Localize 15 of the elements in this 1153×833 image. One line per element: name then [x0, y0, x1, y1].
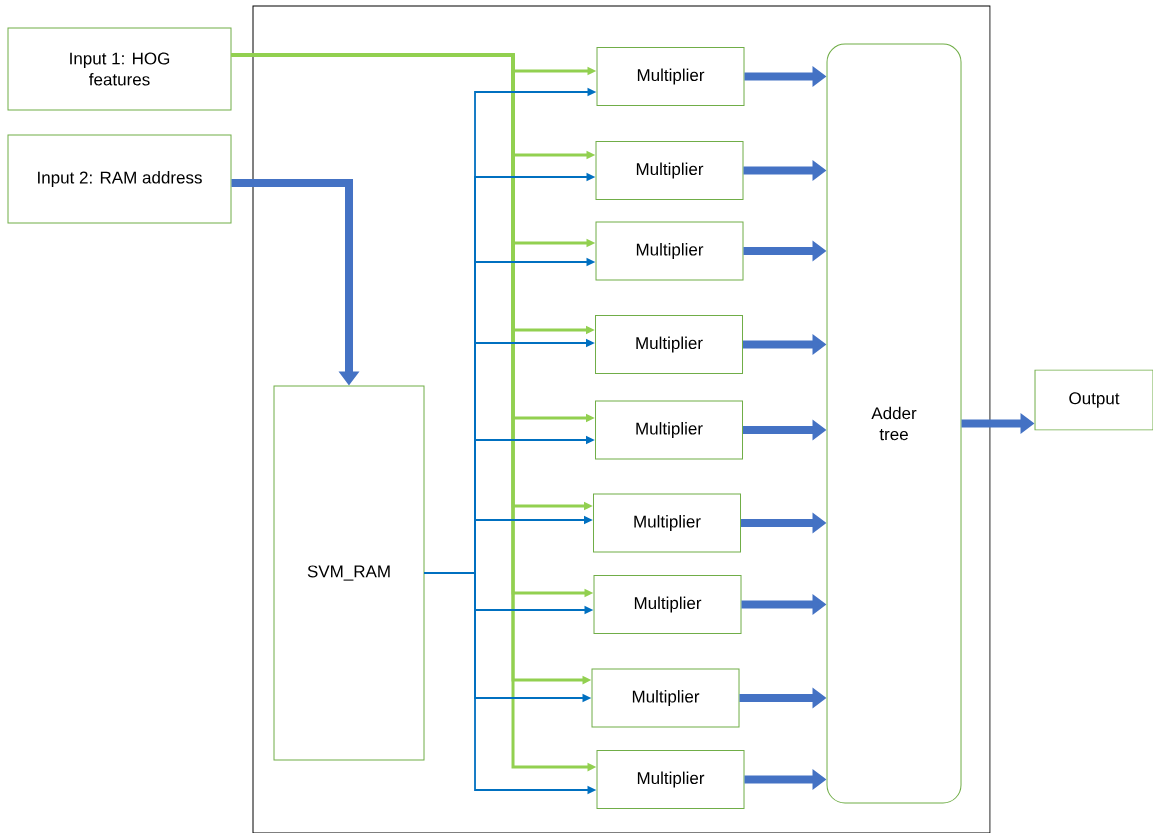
text-box: Input 1: HOG features: [7, 27, 232, 111]
text-box: Input 2: RAM address: [7, 134, 232, 224]
multiplier-box: Multiplier: [593, 493, 741, 553]
rounded-box: Adder tree: [826, 43, 962, 804]
module-frame: [252, 5, 991, 833]
multiplier-box: Multiplier: [595, 400, 743, 460]
multiplier-box: Multiplier: [595, 221, 744, 281]
multiplier-box: Multiplier: [593, 575, 742, 634]
text-box: SVM_RAM: [273, 385, 425, 761]
multiplier-box: Multiplier: [596, 750, 745, 809]
multiplier-box: Multiplier: [595, 141, 744, 200]
multiplier-box: Multiplier: [595, 315, 743, 374]
multiplier-box: Multiplier: [596, 47, 745, 106]
text-box: Output: [1034, 369, 1153, 431]
multiplier-box: Multiplier: [591, 668, 740, 728]
